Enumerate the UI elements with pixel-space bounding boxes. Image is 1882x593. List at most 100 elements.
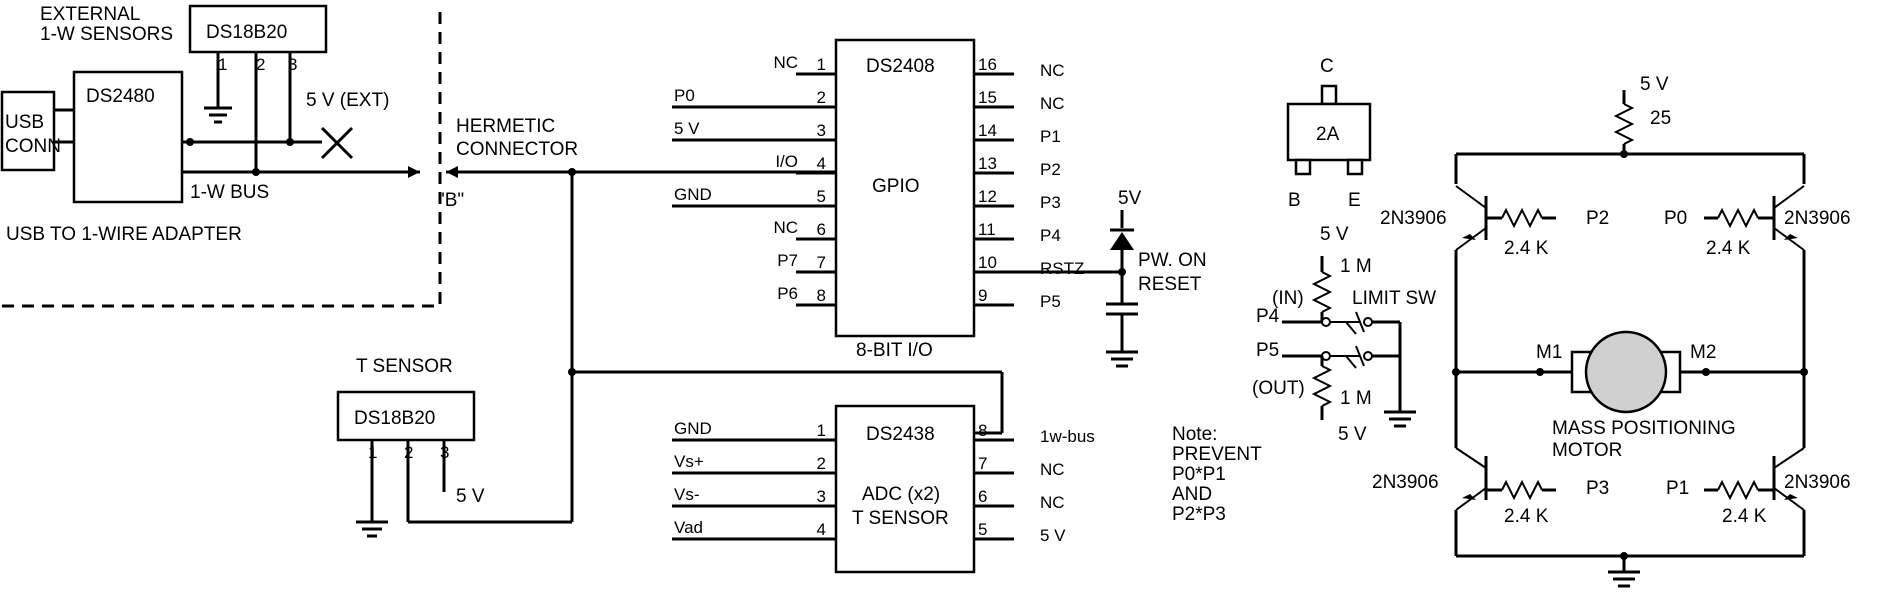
note-line-5: P2*P3 (1172, 504, 1226, 525)
pin-number: 2 (817, 88, 826, 107)
pin-label: P1 (1040, 127, 1061, 146)
r-bottom-right: 2.4 K (1722, 506, 1767, 527)
adapter-boundary-dashed (0, 12, 442, 308)
ds2408-name: DS2408 (866, 56, 935, 77)
pin-label: NC (773, 218, 798, 237)
ext-pin-1: 1 (218, 55, 227, 74)
transistor-top-left (1455, 185, 1556, 251)
r-top-right: 2.4 K (1706, 238, 1751, 259)
pin-label: 5 V (1040, 526, 1066, 545)
hbridge-supply: 5 V (1640, 74, 1669, 95)
pin-number: 9 (978, 286, 987, 305)
switch-icon (1355, 345, 1365, 367)
ds2480-chip (72, 70, 184, 204)
transistor-bottom-right (1704, 447, 1805, 511)
pin-label: Vad (674, 518, 703, 537)
one-wire-bus-label: 1-W BUS (190, 182, 269, 203)
pin-label: Vs+ (674, 452, 704, 471)
q-top-right-label: 2N3906 (1784, 208, 1851, 229)
limit-sw-label: LIMIT SW (1352, 288, 1436, 309)
q-top-left-label: 2N3906 (1380, 208, 1447, 229)
in-top-left: P2 (1586, 208, 1609, 229)
transistor-top-right (1704, 185, 1805, 251)
pin-label: 1w-bus (1040, 427, 1095, 446)
external-ds18b20 (188, 4, 328, 54)
external-title-2: 1-W SENSORS (40, 24, 173, 45)
ground-icon (1608, 570, 1640, 588)
pin-number: 4 (817, 520, 826, 539)
pin-number: 8 (978, 421, 987, 440)
note-line-2: PREVENT (1172, 444, 1262, 465)
pin-number: 8 (817, 286, 826, 305)
motor-m1: M1 (1536, 342, 1562, 363)
diode-icon (1110, 228, 1134, 250)
pin-number: 6 (817, 220, 826, 239)
pin-label: P5 (1040, 292, 1061, 311)
t-sensor-title: T SENSOR (356, 356, 453, 377)
pin-number: 14 (978, 121, 997, 140)
transistor-package: C 2A B E (1286, 56, 1372, 211)
limit-r-bot: 1 M (1340, 388, 1372, 409)
pin-number: 13 (978, 154, 997, 173)
pin-label: NC (1040, 460, 1065, 479)
pin-label: NC (1040, 493, 1065, 512)
t-sensor-supply: 5 V (456, 486, 485, 507)
design-note: Note: PREVENT P0*P1 AND P2*P3 (1172, 424, 1262, 525)
hermetic-connector: HERMETIC CONNECTOR "B" (408, 116, 578, 211)
pin-number: 5 (817, 187, 826, 206)
switch-icon (1355, 311, 1365, 333)
usb-connector (0, 90, 56, 172)
ground-icon (356, 520, 388, 538)
usb-conn-label-1: USB (5, 112, 44, 133)
usb-conn-label-2: CONN (5, 136, 61, 157)
pin-number: 11 (978, 220, 996, 239)
pin-label: GND (674, 419, 712, 438)
pin-label: P3 (1040, 193, 1061, 212)
reset-supply: 5V (1118, 188, 1142, 209)
limit-supply-top: 5 V (1320, 224, 1349, 245)
motor-label-2: MOTOR (1552, 440, 1622, 461)
ext-pin-3: 3 (288, 55, 297, 74)
q-bottom-left-label: 2N3906 (1372, 472, 1439, 493)
pkg-emitter-label: E (1348, 190, 1361, 211)
limit-out-label: (OUT) (1252, 378, 1305, 399)
pin-label: P0 (674, 86, 695, 105)
pin-label: NC (773, 53, 798, 72)
pin-number: 12 (978, 187, 997, 206)
in-bottom-left: P3 (1586, 478, 1609, 499)
limit-supply-bot: 5 V (1338, 424, 1367, 445)
limit-r-top: 1 M (1340, 256, 1372, 277)
h-bridge: 5 V 25 M1 M2 MASS POSITIONIN (1372, 74, 1851, 588)
ds2438-function-2: T SENSOR (852, 508, 949, 529)
pin-label: NC (1040, 61, 1065, 80)
r-bottom-left: 2.4 K (1504, 506, 1549, 527)
motor-m2: M2 (1690, 342, 1716, 363)
ds2408-function: GPIO (872, 176, 920, 197)
pin-label: P2 (1040, 160, 1061, 179)
ds2438-name: DS2438 (866, 424, 935, 445)
pin-number: 3 (817, 487, 826, 506)
pin-number: 2 (817, 454, 826, 473)
pin-number: 5 (978, 520, 987, 539)
transistor-bottom-left (1455, 447, 1556, 511)
external-chip-label: DS18B20 (206, 22, 287, 43)
note-line-4: AND (1172, 484, 1212, 505)
pin-label: I/O (775, 152, 798, 171)
ds2438-function-1: ADC (x2) (862, 484, 940, 505)
pin-label: RSTZ (1040, 259, 1084, 278)
pin-number: 1 (817, 421, 826, 440)
q-bottom-right-label: 2N3906 (1784, 472, 1851, 493)
motor-label-1: MASS POSITIONING (1552, 418, 1736, 439)
pin-label: GND (674, 185, 712, 204)
external-title-1: EXTERNAL (40, 4, 140, 25)
pkg-marking: 2A (1316, 124, 1340, 145)
pin-number: 4 (817, 154, 826, 173)
note-line-3: P0*P1 (1172, 464, 1226, 485)
pkg-collector-label: C (1320, 56, 1334, 77)
reset-label-2: RESET (1138, 274, 1202, 295)
pin-number: 6 (978, 487, 987, 506)
ground-icon (1384, 410, 1416, 428)
r-top-left: 2.4 K (1504, 238, 1549, 259)
